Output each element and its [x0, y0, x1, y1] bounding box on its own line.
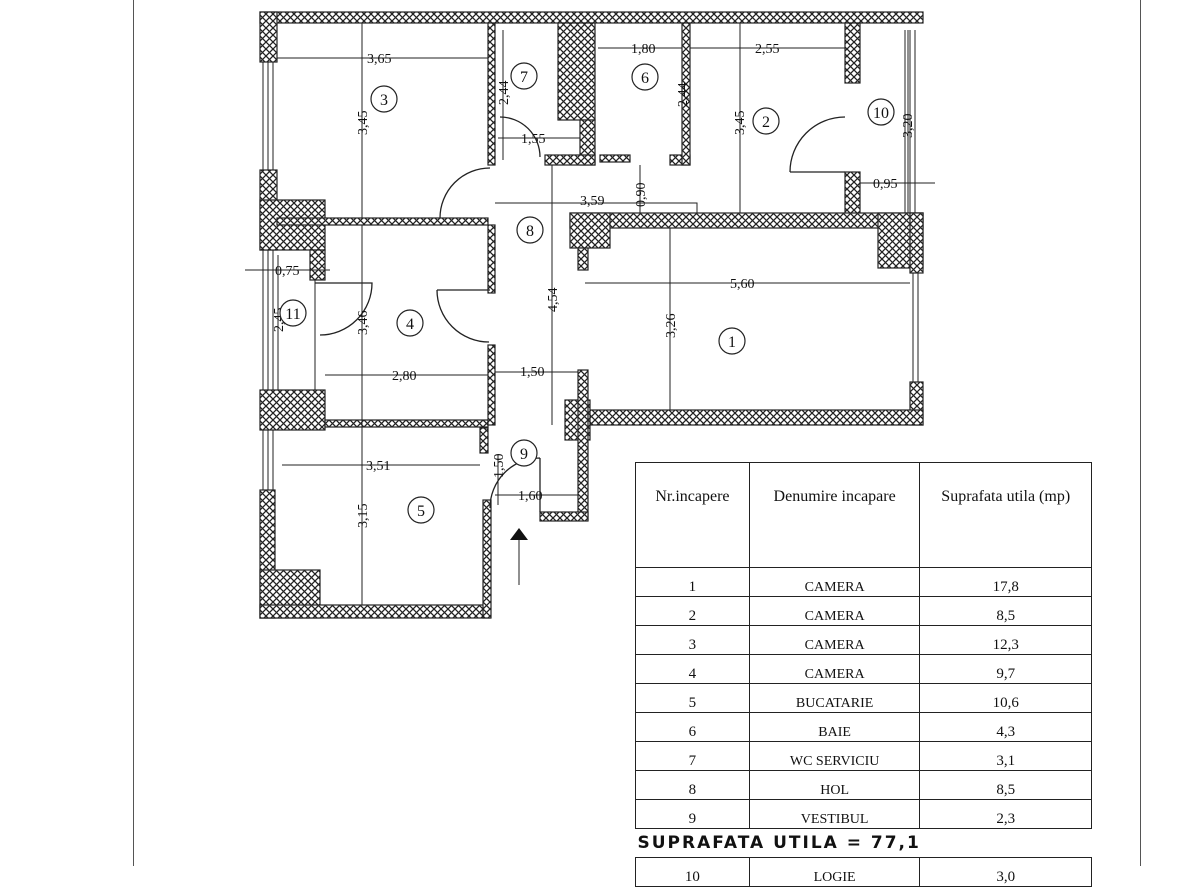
cell-name: BUCATARIE	[748, 683, 921, 713]
header-room-number: Nr.incapere	[635, 462, 750, 568]
page-edge-left	[133, 0, 134, 866]
room-number-10: 10	[873, 105, 889, 122]
dim-r10-width: 0,95	[873, 177, 898, 192]
floor-plan: 3,65 3,45 2,44 1,55 1,80 2,44 2,55 3,45 …	[245, 11, 935, 619]
dim-r4-height: 3,46	[356, 311, 371, 336]
room-number-11: 11	[285, 306, 300, 323]
dim-r3-width: 3,65	[367, 52, 392, 67]
cell-nr: 3	[635, 625, 750, 655]
header-area: Suprafata utila (mp)	[919, 462, 1092, 568]
cell-area: 3,1	[919, 741, 1092, 771]
dim-r9-width: 1,60	[518, 489, 543, 504]
walls	[259, 11, 924, 619]
cell-area: 12,3	[919, 625, 1092, 655]
header-room-name: Denumire incapare	[748, 462, 921, 568]
cell-area: 4,3	[919, 712, 1092, 742]
cell-area: 8,5	[919, 596, 1092, 626]
room-area-table: Nr.incapere Denumire incapare Suprafata …	[635, 462, 1092, 887]
cell-name: BAIE	[748, 712, 921, 742]
dim-r10-height: 3,20	[901, 114, 916, 139]
cell-nr: 8	[635, 770, 750, 800]
dim-r1-height: 3,26	[664, 314, 679, 339]
cell-name: VESTIBUL	[748, 799, 921, 829]
room-number-8: 8	[526, 223, 534, 240]
cell-nr: 5	[635, 683, 750, 713]
cell-area: 9,7	[919, 654, 1092, 684]
cell-name: CAMERA	[748, 596, 921, 626]
dimension-labels: 3,65 3,45 2,44 1,55 1,80 2,44 2,55 3,45 …	[272, 42, 916, 528]
dim-r4-width: 2,80	[392, 369, 417, 384]
dim-r6-width: 1,80	[631, 42, 656, 57]
cell-name: CAMERA	[748, 654, 921, 684]
dim-r11-width: 0,75	[275, 264, 300, 279]
room-number-9: 9	[520, 446, 528, 463]
entrance-arrow-icon	[510, 528, 528, 540]
dim-r5-width: 3,51	[366, 459, 391, 474]
cell-nr: 9	[635, 799, 750, 829]
cell-nr: 4	[635, 654, 750, 684]
room-number-5: 5	[417, 503, 425, 520]
dim-r1-width: 5,60	[730, 277, 755, 292]
cell-nr: 7	[635, 741, 750, 771]
cell-name: CAMERA	[748, 567, 921, 597]
room-numbers: 1 2 3 4 5 6 7 8 9 10 11	[285, 69, 889, 520]
room-number-3: 3	[380, 92, 388, 109]
room-number-1: 1	[728, 334, 736, 351]
cell-name: CAMERA	[748, 625, 921, 655]
dim-r5-height: 3,15	[356, 504, 371, 529]
room-number-6: 6	[641, 70, 649, 87]
cell-nr: 2	[635, 596, 750, 626]
dim-r3-height: 3,45	[356, 111, 371, 136]
dim-hall-lower: 1,50	[520, 365, 545, 380]
table-header-row: Nr.incapere Denumire incapare Suprafata …	[635, 462, 1092, 568]
room-markers	[279, 62, 895, 524]
cell-area: 3,0	[919, 857, 1092, 887]
room-number-7: 7	[520, 69, 528, 86]
cell-nr: 6	[635, 712, 750, 742]
total-usable-area: SUPRAFATA UTILA = 77,1	[635, 828, 1092, 858]
dim-hall-length: 4,54	[546, 288, 561, 313]
dim-hall-gap: 0,90	[634, 183, 649, 208]
summary-row: SUPRAFATA UTILA = 77,1	[635, 828, 1092, 858]
dimension-lines	[245, 23, 935, 605]
cell-area: 8,5	[919, 770, 1092, 800]
room-number-2: 2	[762, 114, 770, 131]
page-edge-right	[1140, 0, 1141, 866]
cell-area: 10,6	[919, 683, 1092, 713]
dim-r2-height: 3,45	[733, 111, 748, 136]
dim-hall-width: 3,59	[580, 194, 605, 209]
cell-name: WC SERVICIU	[748, 741, 921, 771]
room-number-4: 4	[406, 316, 414, 333]
cell-name: LOGIE	[748, 857, 921, 887]
dim-r7-height: 2,44	[497, 81, 512, 106]
cell-area: 17,8	[919, 567, 1092, 597]
dim-r6-height: 2,44	[676, 83, 691, 108]
dim-r2-width: 2,55	[755, 42, 780, 57]
dim-r9-height: 1,50	[492, 454, 507, 479]
cell-nr: 10	[635, 857, 750, 887]
dim-r7-width: 1,55	[521, 132, 546, 147]
cell-nr: 1	[635, 567, 750, 597]
cell-name: HOL	[748, 770, 921, 800]
windows	[262, 30, 919, 490]
cell-area: 2,3	[919, 799, 1092, 829]
